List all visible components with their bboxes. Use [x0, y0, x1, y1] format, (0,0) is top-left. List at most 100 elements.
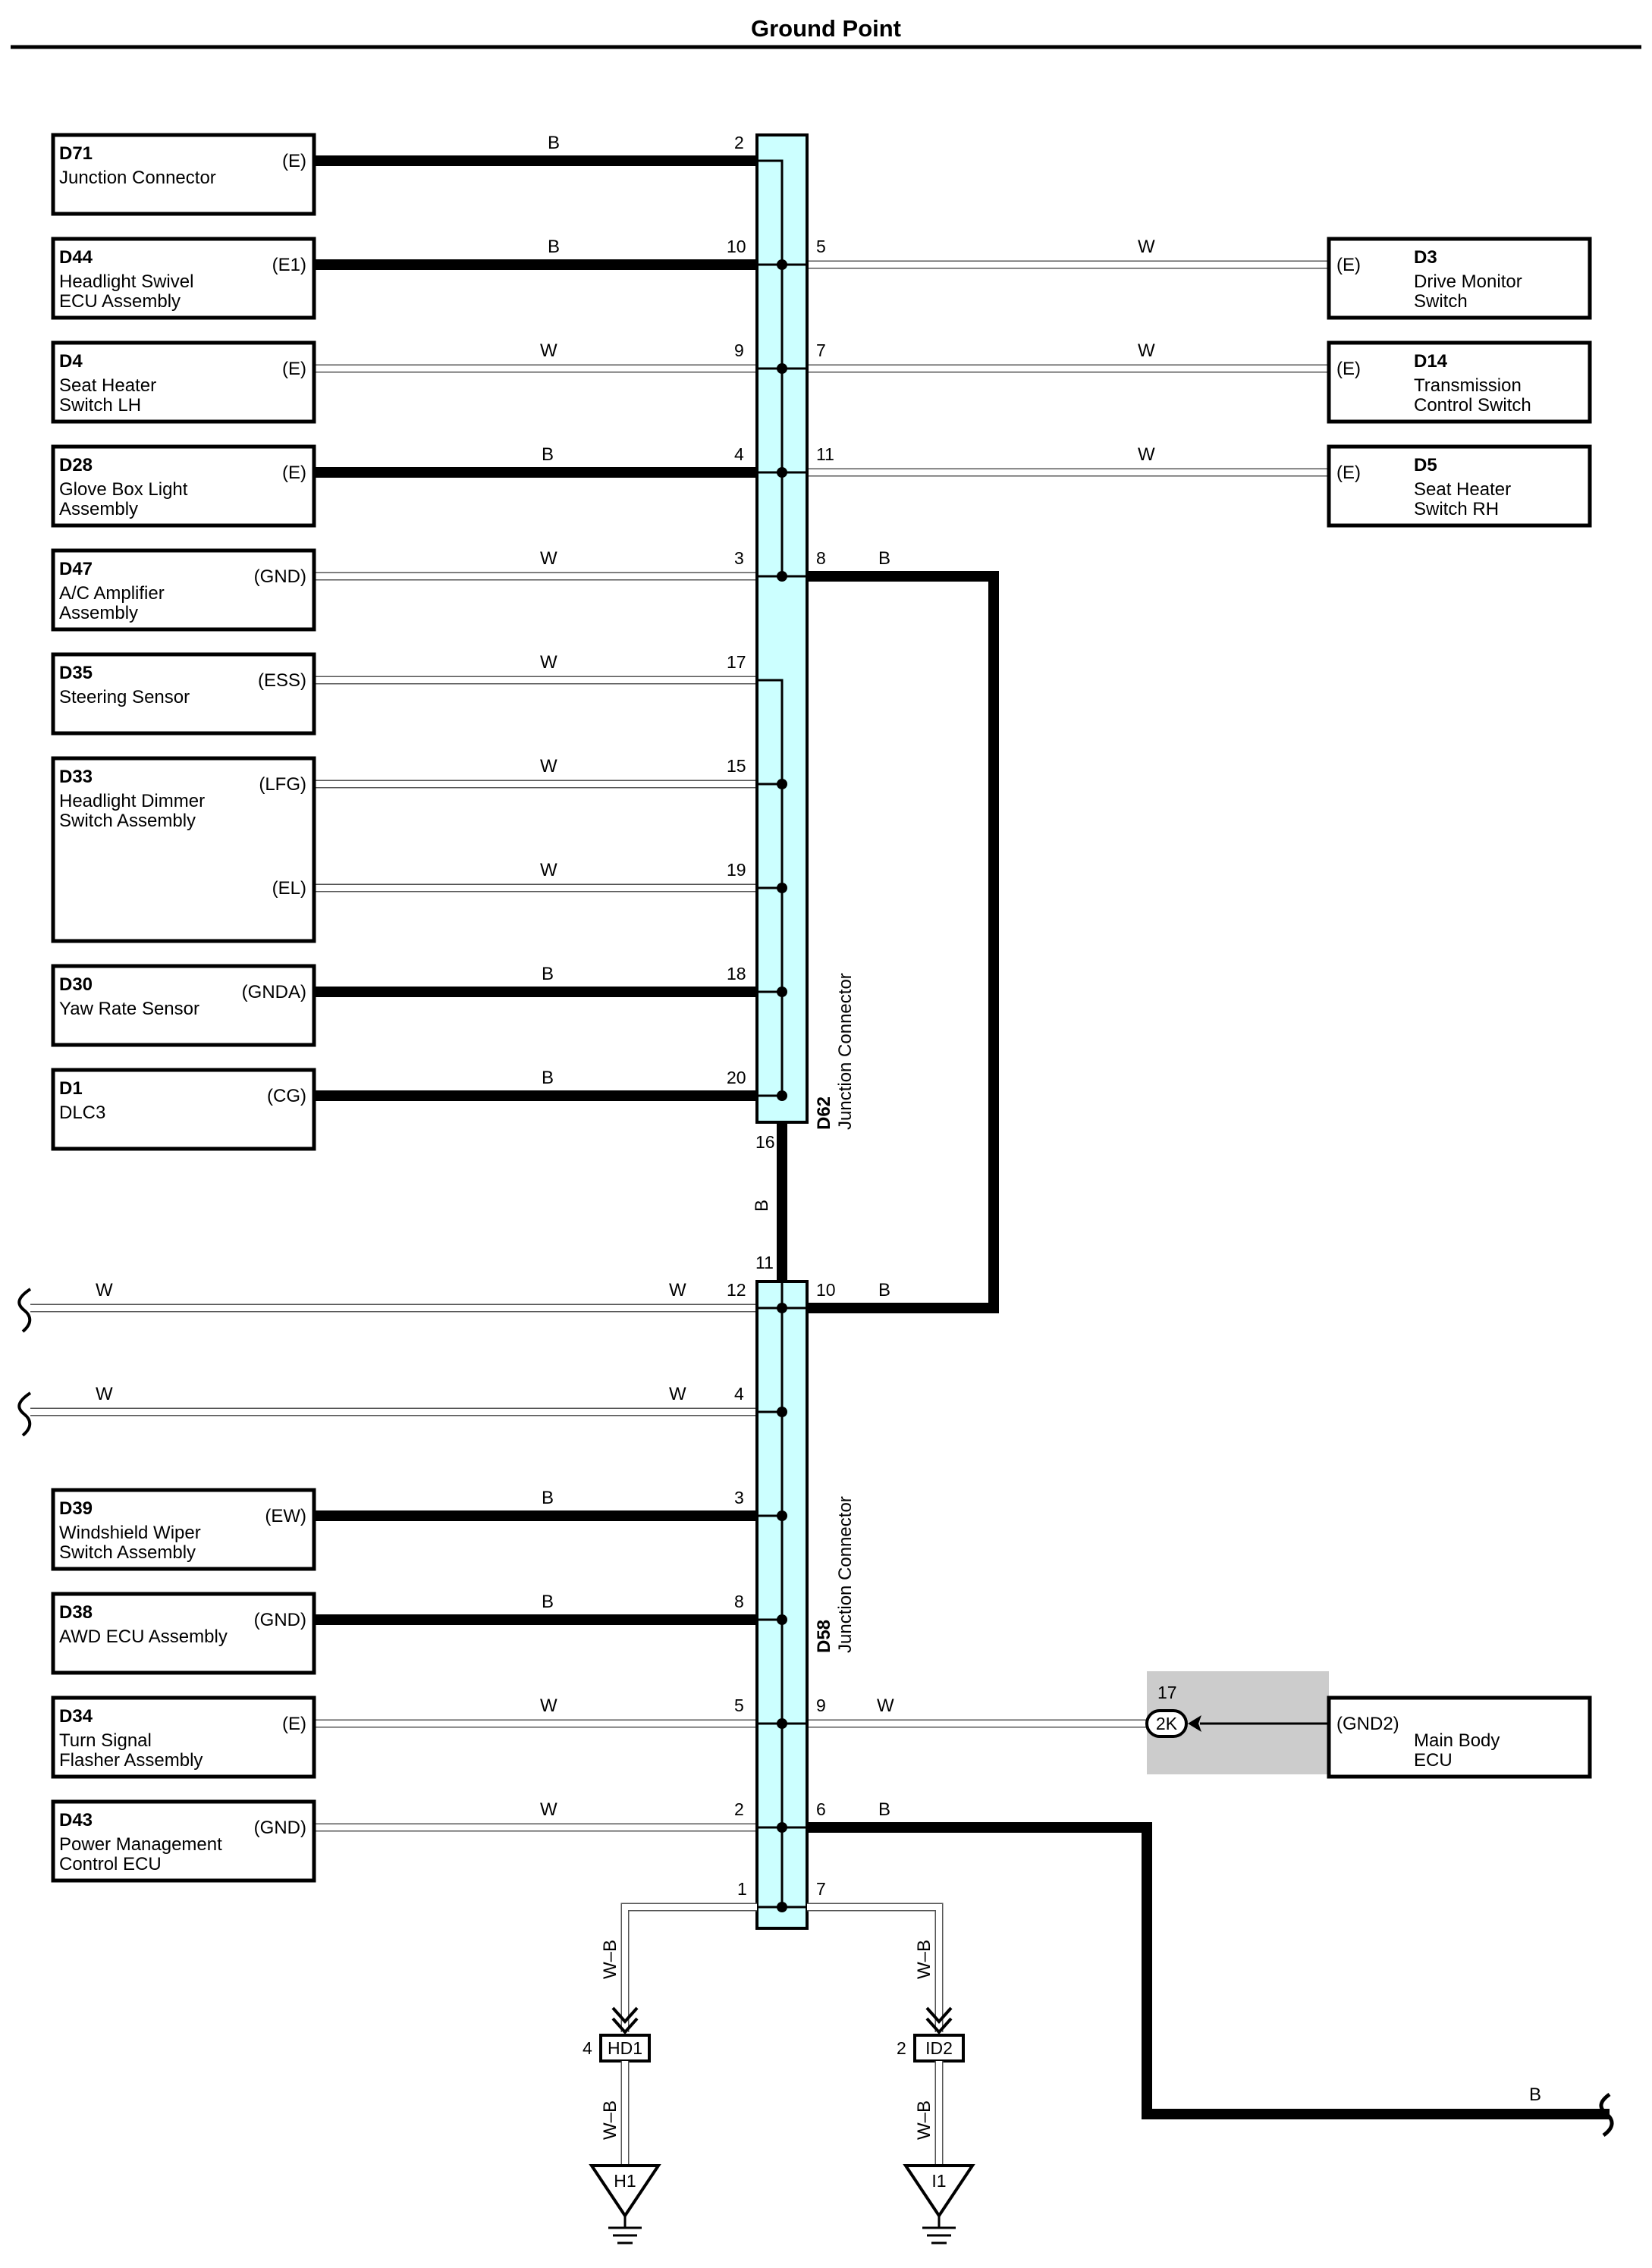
svg-text:(GND2): (GND2): [1336, 1714, 1399, 1734]
svg-text:D1: D1: [59, 1078, 83, 1099]
component-d44: D44 Headlight Swivel ECU Assembly (E1): [51, 237, 316, 320]
diagram-title: Ground Point: [751, 15, 901, 42]
component-d34: D34 Turn Signal Flasher Assembly (E): [51, 1696, 316, 1779]
svg-text:B: B: [542, 964, 554, 984]
svg-text:Flasher Assembly: Flasher Assembly: [59, 1750, 203, 1771]
component-d1: D1 DLC3 (CG): [51, 1068, 316, 1151]
ground-h1-label: H1: [614, 2171, 636, 2191]
svg-text:Main Body: Main Body: [1414, 1730, 1500, 1751]
d62-label: D62 Junction Connector: [814, 973, 856, 1130]
svg-text:W: W: [540, 652, 557, 673]
svg-text:Switch: Switch: [1414, 291, 1468, 312]
svg-text:D4: D4: [59, 351, 83, 372]
wire-d62-to-d58-link: 16 B 11: [752, 1122, 787, 1281]
component-d35: D35 Steering Sensor (ESS): [51, 652, 316, 736]
wire-d30: B 18: [314, 964, 757, 997]
svg-text:W: W: [540, 340, 557, 361]
svg-text:(EL): (EL): [272, 878, 306, 899]
component-main-body-ecu: (GND2) Main Body ECU: [1327, 1696, 1592, 1779]
wire-d62-8-to-d58-10: 8 B 10 B: [807, 548, 999, 1313]
svg-text:D30: D30: [59, 974, 93, 995]
svg-text:B: B: [542, 1068, 554, 1088]
svg-text:Junction Connector: Junction Connector: [59, 168, 216, 188]
wire-d38: B 8: [314, 1592, 757, 1625]
wire-d28: B 4: [314, 444, 757, 478]
svg-text:9: 9: [734, 340, 744, 360]
wire-d58-pin9-main-body: 9 W: [807, 1696, 1150, 1728]
svg-text:5: 5: [816, 237, 826, 256]
wire-d39: B 3: [314, 1488, 757, 1521]
svg-text:Junction Connector: Junction Connector: [835, 973, 856, 1130]
svg-text:ECU: ECU: [1414, 1750, 1453, 1771]
svg-text:8: 8: [816, 548, 826, 568]
svg-text:2: 2: [734, 133, 744, 152]
svg-text:B: B: [752, 1200, 772, 1212]
svg-text:Assembly: Assembly: [59, 499, 138, 519]
svg-text:B: B: [542, 444, 554, 465]
svg-text:3: 3: [734, 548, 744, 568]
component-d14: (E) D14 Transmission Control Switch: [1327, 340, 1592, 424]
svg-text:D58: D58: [814, 1620, 834, 1653]
svg-text:W: W: [540, 1799, 557, 1820]
svg-text:8: 8: [734, 1592, 744, 1611]
svg-text:W: W: [877, 1696, 894, 1716]
component-d3: (E) D3 Drive Monitor Switch: [1327, 237, 1592, 320]
svg-text:B: B: [878, 1799, 890, 1820]
wire-d14: 7 W: [807, 340, 1329, 373]
svg-text:D14: D14: [1414, 351, 1448, 372]
svg-text:9: 9: [816, 1696, 826, 1715]
svg-text:Control Switch: Control Switch: [1414, 395, 1531, 416]
wire-d1: B 20: [314, 1068, 757, 1101]
connector-2k-label: 2K: [1156, 1714, 1178, 1733]
connector-hd1-label: HD1: [608, 2038, 642, 2058]
wire-d58-pin12: W W 12: [17, 1280, 757, 1333]
component-d43: D43 Power Management Control ECU (GND): [51, 1799, 316, 1883]
svg-text:Seat Heater: Seat Heater: [59, 375, 156, 396]
svg-text:6: 6: [816, 1799, 826, 1819]
svg-text:(E): (E): [1336, 255, 1361, 275]
svg-text:B: B: [1529, 2084, 1541, 2105]
svg-text:Switch LH: Switch LH: [59, 395, 141, 416]
junction-connector-d58: [755, 1280, 809, 1930]
wire-d58-pin4: W W 4: [17, 1384, 757, 1437]
ground-branch-h1: 1 W–B HD1 4 W–B H1: [583, 1879, 757, 2244]
wire-d71: B 2: [314, 133, 757, 166]
component-d30: D30 Yaw Rate Sensor (GNDA): [51, 964, 316, 1047]
svg-text:Switch Assembly: Switch Assembly: [59, 1542, 196, 1563]
svg-text:Yaw Rate Sensor: Yaw Rate Sensor: [59, 999, 199, 1019]
svg-text:Steering Sensor: Steering Sensor: [59, 687, 190, 707]
svg-text:Seat Heater: Seat Heater: [1414, 479, 1511, 500]
svg-text:W–B: W–B: [600, 2100, 620, 2140]
svg-text:D38: D38: [59, 1602, 93, 1623]
svg-text:17: 17: [1157, 1683, 1177, 1702]
svg-text:W: W: [540, 756, 557, 776]
svg-text:Drive Monitor: Drive Monitor: [1414, 271, 1522, 292]
svg-text:B: B: [542, 1488, 554, 1508]
svg-text:(E): (E): [1336, 463, 1361, 483]
ground-branch-i1: 7 W–B ID2 2 W–B I1: [807, 1879, 975, 2244]
wire-d44: B 10: [314, 237, 757, 270]
svg-text:W: W: [96, 1384, 113, 1404]
svg-text:W: W: [669, 1280, 686, 1300]
component-d28: D28 Glove Box Light Assembly (E): [51, 444, 316, 528]
svg-text:W–B: W–B: [914, 1940, 934, 1979]
svg-text:Glove Box Light: Glove Box Light: [59, 479, 188, 500]
component-d38: D38 AWD ECU Assembly (GND): [51, 1592, 316, 1675]
wire-d3: 5 W: [807, 237, 1329, 269]
svg-text:11: 11: [816, 444, 834, 464]
svg-text:12: 12: [727, 1280, 746, 1300]
svg-text:Switch Assembly: Switch Assembly: [59, 811, 196, 831]
svg-text:AWD ECU Assembly: AWD ECU Assembly: [59, 1626, 228, 1647]
wire-d58-pin6: 6 B B: [807, 1799, 1614, 2138]
wire-d34: W 5: [314, 1696, 757, 1728]
svg-text:Transmission: Transmission: [1414, 375, 1522, 396]
svg-text:11: 11: [755, 1253, 774, 1272]
svg-text:D3: D3: [1414, 247, 1437, 268]
svg-text:Turn Signal: Turn Signal: [59, 1730, 152, 1751]
svg-text:(E): (E): [282, 151, 306, 171]
svg-text:1: 1: [737, 1879, 747, 1899]
svg-text:17: 17: [727, 652, 746, 672]
svg-text:ECU Assembly: ECU Assembly: [59, 291, 181, 312]
svg-text:2: 2: [897, 2038, 906, 2058]
